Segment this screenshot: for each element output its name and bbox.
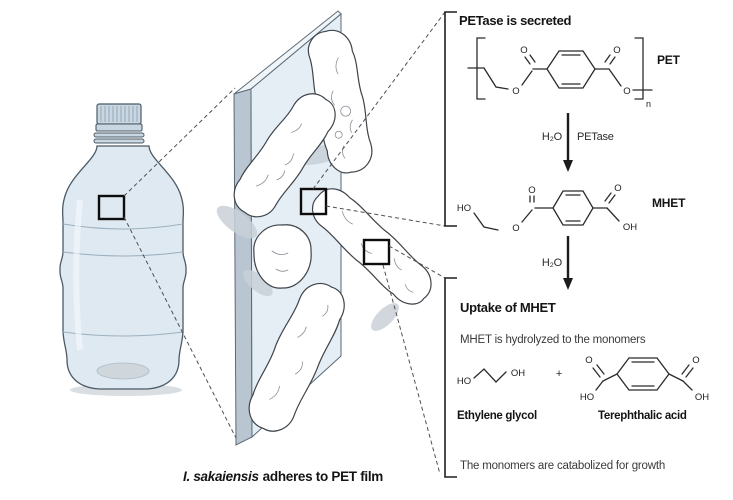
bottle-neck-ring-1 xyxy=(93,132,145,138)
benzene-ring xyxy=(546,50,596,89)
repeat-subscript-n: n xyxy=(646,99,651,109)
magnified-region-box-film-2 xyxy=(362,238,391,266)
atom-label-oh: OH xyxy=(511,368,525,379)
bacteria-colony xyxy=(216,29,432,432)
step1-heading: PETase is secreted xyxy=(459,13,572,28)
mhet-label: MHET xyxy=(652,196,686,210)
ethylene-glycol-label: Ethylene glycol xyxy=(457,410,537,422)
step2-heading: Uptake of MHET xyxy=(460,300,556,315)
atom-label-o: O xyxy=(692,355,699,366)
magnified-region-box-bottle xyxy=(97,194,126,221)
caption-rest: adheres to PET film xyxy=(263,469,384,484)
bottle-base-ellipse xyxy=(96,362,150,380)
callout-line-film1-bottom xyxy=(325,205,446,227)
bacterium-cell xyxy=(253,224,312,289)
panel-bracket-bottom xyxy=(444,277,457,478)
atom-label-o: O xyxy=(585,355,592,366)
callout-line-bottle-top xyxy=(123,87,236,197)
atom-label-o: O xyxy=(614,183,621,194)
reaction1-enzyme: PETase xyxy=(577,131,614,143)
callout-line-film1-top xyxy=(312,11,446,190)
pet-film-side-face xyxy=(233,88,253,446)
atom-label-o: O xyxy=(520,45,527,56)
reaction2-water: H₂O xyxy=(542,257,563,269)
pet-structure: O O O O n PET xyxy=(467,37,681,109)
reaction-arrow-2: H₂O xyxy=(542,236,573,290)
bacterium-cell xyxy=(233,93,336,218)
panel-bracket-top xyxy=(444,11,457,227)
reaction1-water: H₂O xyxy=(542,131,563,143)
mhet-structure: HO O O O OH MHET xyxy=(456,182,687,236)
atom-label-o: O xyxy=(623,86,630,97)
terephthalic-acid-label: Terephthalic acid xyxy=(598,410,687,422)
atom-label-oh: OH xyxy=(695,392,709,403)
atom-label-oh: OH xyxy=(623,222,637,233)
benzene-ring xyxy=(616,357,670,391)
benzene-ring xyxy=(552,190,594,226)
bacterium-cell xyxy=(248,283,345,432)
atom-label-o: O xyxy=(613,45,620,56)
pet-label: PET xyxy=(657,53,681,67)
pet-bottle-illustration xyxy=(59,103,187,396)
atom-label-o: O xyxy=(528,185,535,196)
terephthalic-acid-structure: O HO O OH xyxy=(579,354,711,405)
catabolism-text: The monomers are catabolized for growth xyxy=(460,460,665,472)
reaction-arrow-1: H₂O PETase xyxy=(542,113,614,172)
atom-label-o: O xyxy=(512,86,519,97)
bottle-cap xyxy=(96,103,142,125)
callout-line-film2-bottom xyxy=(382,264,441,475)
atom-label-ho: HO xyxy=(457,376,471,387)
callout-line-film2-top xyxy=(388,245,446,279)
bottle-cap-skirt xyxy=(95,123,143,132)
atom-label-ho: HO xyxy=(457,203,471,214)
ethylene-glycol-structure: HO OH xyxy=(456,367,527,389)
atom-label-ho: HO xyxy=(580,392,594,403)
atom-label-o: O xyxy=(512,223,519,234)
plus-sign: + xyxy=(556,368,562,380)
figure-caption: I. sakaiensis adheres to PET film xyxy=(183,469,383,484)
bottle-cap-ribs xyxy=(100,106,138,122)
bottle-neck-ring-2 xyxy=(93,138,145,144)
caption-species-name: I. sakaiensis xyxy=(183,469,259,484)
hydrolysis-text: MHET is hydrolyzed to the monomers xyxy=(460,334,646,346)
bottle-highlight xyxy=(73,199,83,351)
